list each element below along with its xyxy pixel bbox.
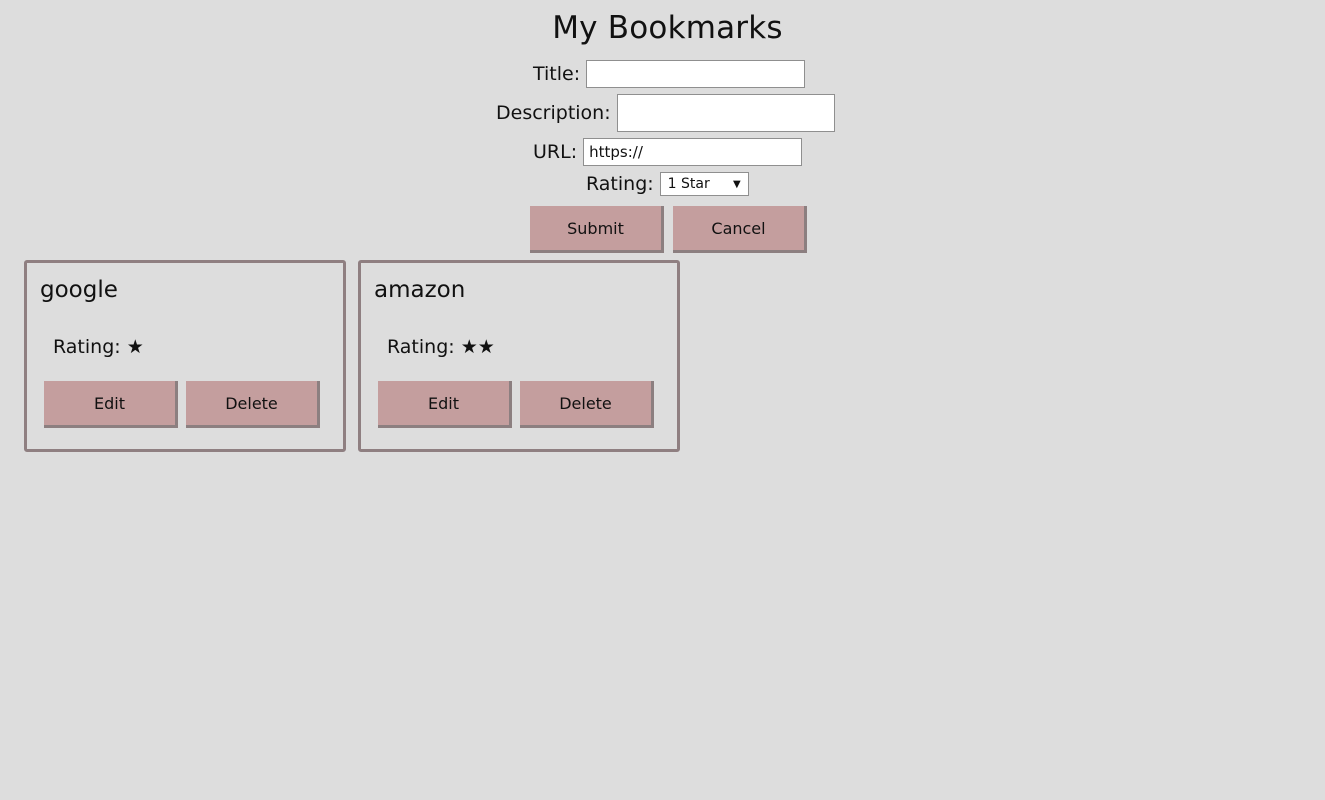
bookmark-card: amazon Rating: ★★ Edit Delete xyxy=(358,260,680,452)
bookmark-title: google xyxy=(40,277,118,303)
bookmark-rating: Rating: ★ xyxy=(53,336,144,358)
bookmark-rating-label: Rating: xyxy=(53,336,121,358)
delete-button[interactable]: Delete xyxy=(520,381,654,428)
star-icon: ★★ xyxy=(460,336,495,358)
bookmark-rating-label: Rating: xyxy=(387,336,455,358)
title-label: Title: xyxy=(533,63,581,85)
description-label: Description: xyxy=(496,102,611,124)
cancel-button[interactable]: Cancel xyxy=(673,206,807,253)
rating-select-value: 1 Star xyxy=(667,176,710,192)
description-input[interactable] xyxy=(616,94,835,132)
page-title: My Bookmarks xyxy=(552,10,783,46)
title-row: Title: xyxy=(533,60,806,88)
description-row: Description: xyxy=(496,94,835,132)
delete-button[interactable]: Delete xyxy=(186,381,320,428)
edit-button[interactable]: Edit xyxy=(44,381,178,428)
chevron-down-icon: ▼ xyxy=(732,178,741,190)
rating-select[interactable]: 1 Star ▼ xyxy=(659,172,749,196)
bookmark-card: google Rating: ★ Edit Delete xyxy=(24,260,346,452)
url-label: URL: xyxy=(533,141,578,163)
url-row: URL: xyxy=(533,138,803,166)
star-icon: ★ xyxy=(126,336,144,358)
title-input[interactable] xyxy=(586,60,806,88)
url-input[interactable] xyxy=(583,138,803,166)
edit-button[interactable]: Edit xyxy=(378,381,512,428)
submit-button[interactable]: Submit xyxy=(530,206,664,253)
bookmark-rating: Rating: ★★ xyxy=(387,336,495,358)
rating-row: Rating: 1 Star ▼ xyxy=(586,172,749,196)
bookmark-title: amazon xyxy=(374,277,466,303)
rating-label: Rating: xyxy=(586,173,654,195)
